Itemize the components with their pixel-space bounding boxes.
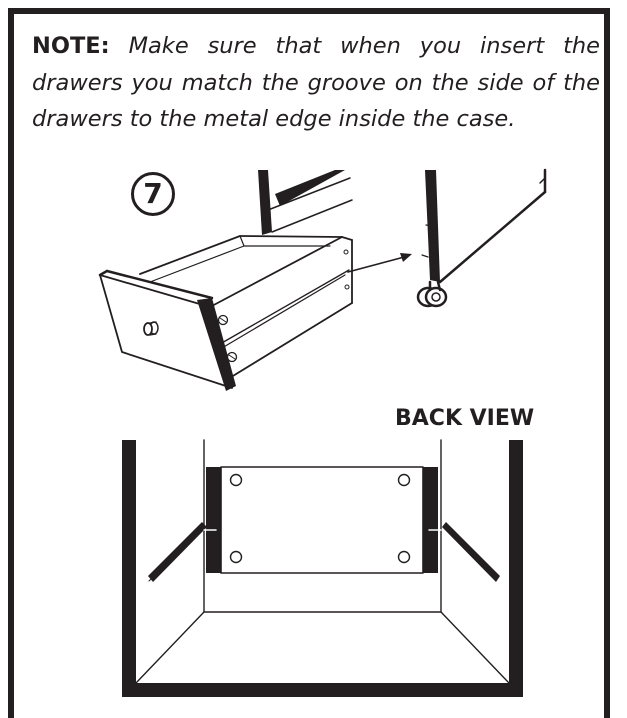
drawer-groove: [219, 269, 350, 345]
metal-edge-right: [442, 522, 500, 582]
rail-right: [423, 467, 438, 573]
caster-wheel: [416, 280, 448, 308]
hole: [229, 473, 243, 487]
step-number-badge: 7: [131, 172, 175, 216]
instruction-frame: [8, 8, 610, 718]
back-view-label: BACK VIEW: [395, 406, 535, 431]
drawer-knob: [143, 321, 159, 336]
hole: [397, 473, 411, 487]
drawer: [98, 235, 353, 391]
hole: [397, 550, 411, 564]
case-cutaway: [258, 168, 547, 308]
hole: [229, 550, 243, 564]
rail-left: [206, 467, 221, 573]
note-body: Make sure that when you insert the drawe…: [32, 33, 601, 132]
back-view-diagram: [122, 439, 523, 697]
step-number: 7: [143, 177, 163, 210]
insert-arrow: [347, 255, 409, 273]
note-lead: NOTE:: [32, 33, 110, 59]
note-text: NOTE: Make sure that when you insert the…: [32, 28, 600, 138]
case-top-strip: [275, 170, 345, 206]
drawer-back-panel: [220, 466, 424, 574]
